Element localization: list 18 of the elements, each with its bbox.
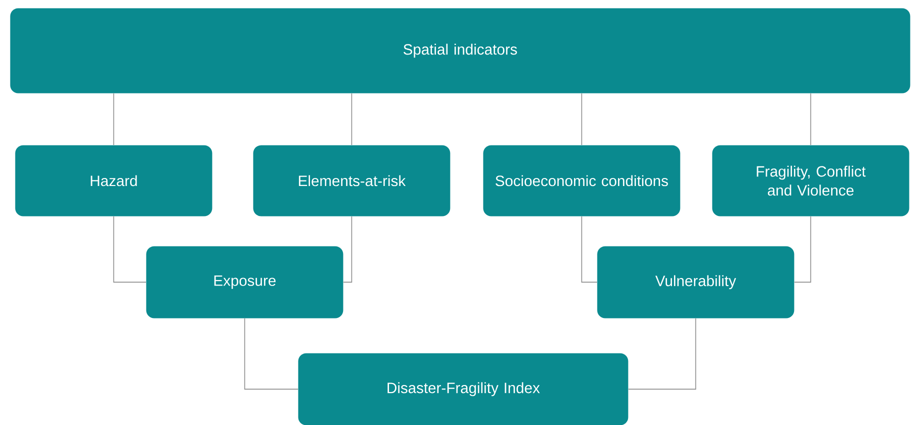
process-box: Fragility, Conflict and Violence bbox=[712, 145, 910, 216]
connector-line bbox=[343, 216, 352, 283]
process-box: Disaster-Fragility Index bbox=[298, 353, 628, 425]
connector-line bbox=[581, 93, 582, 146]
process-box: Spatial indicators bbox=[10, 8, 910, 94]
connector-line bbox=[794, 216, 812, 283]
connector-line bbox=[581, 216, 598, 283]
connector-line bbox=[628, 318, 696, 390]
connector-line bbox=[244, 318, 298, 390]
connector-line bbox=[113, 93, 114, 146]
process-box: Socioeconomic conditions bbox=[483, 145, 680, 216]
process-box: Vulnerability bbox=[597, 246, 794, 318]
process-box: Exposure bbox=[146, 246, 344, 318]
connector-line bbox=[810, 93, 812, 146]
process-box: Hazard bbox=[15, 145, 212, 216]
connector-line bbox=[351, 93, 352, 146]
connector-line bbox=[113, 216, 146, 283]
process-box: Elements-at-risk bbox=[253, 145, 450, 216]
